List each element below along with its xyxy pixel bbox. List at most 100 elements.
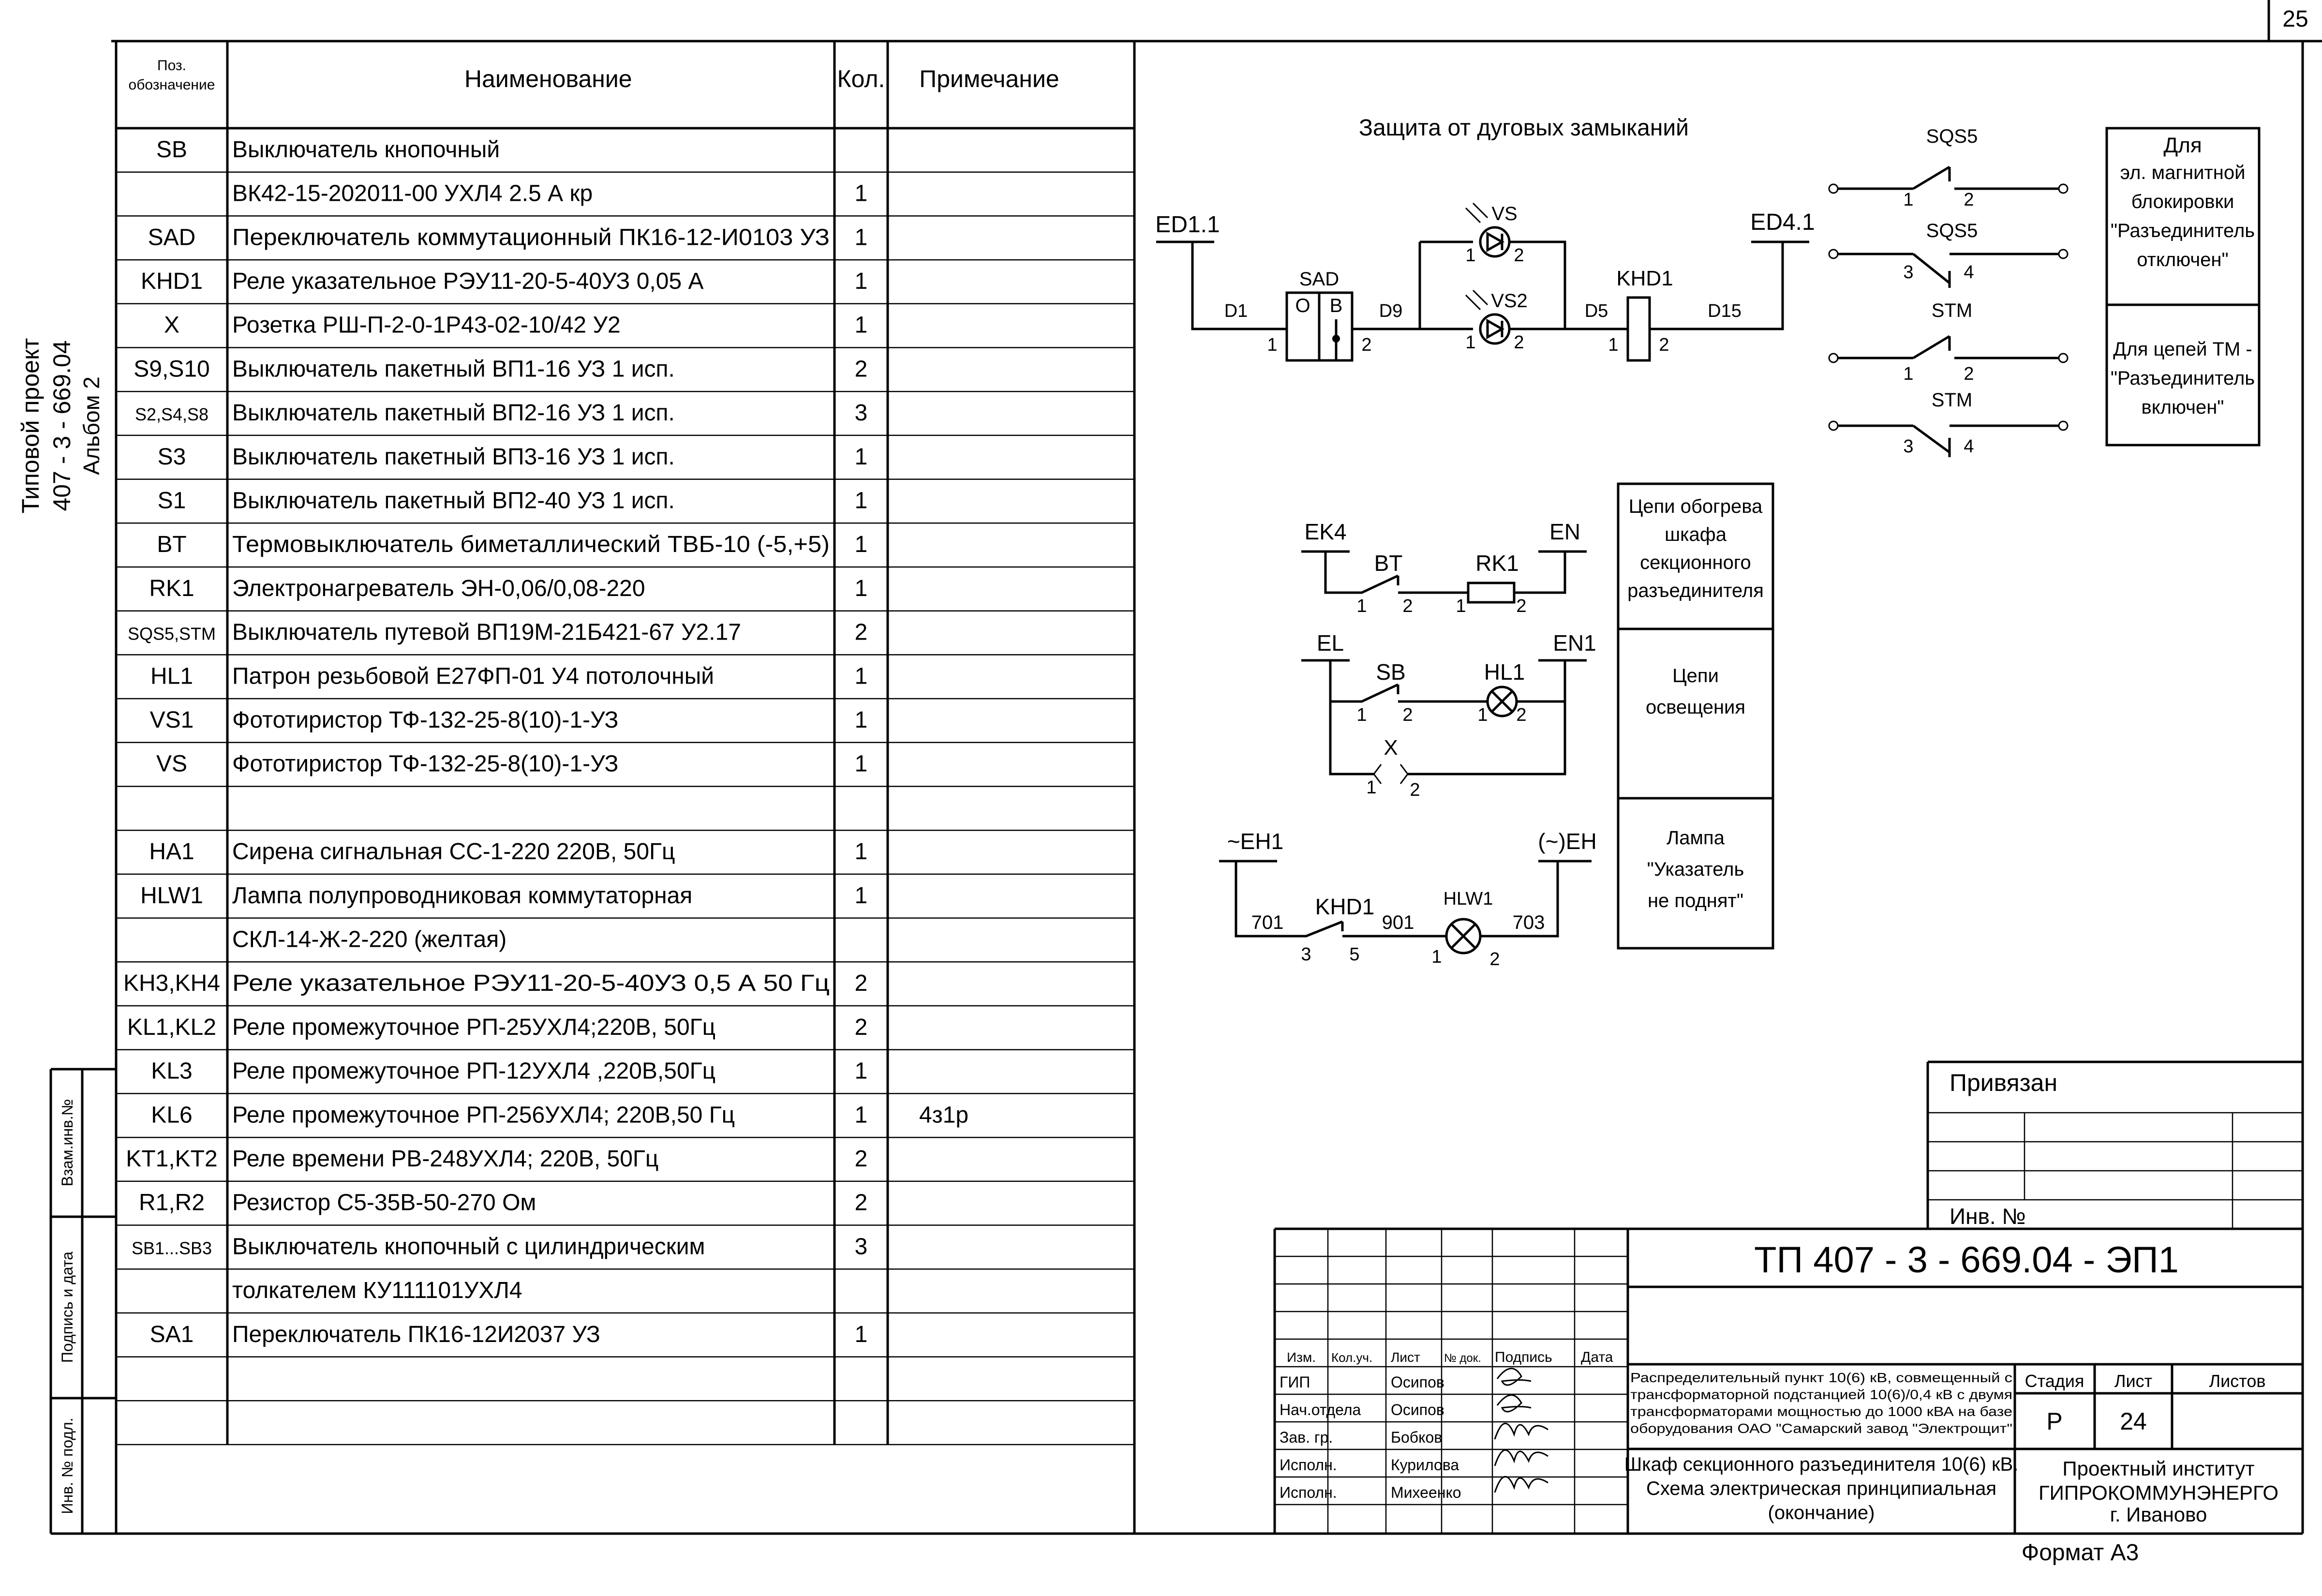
- row-qty: 1: [855, 268, 868, 294]
- row-pos: S9,S10: [134, 356, 209, 382]
- switch-label-2: SQS5: [1926, 220, 1978, 241]
- arc-protection-title: Защита от дуговых замыканий: [1359, 115, 1689, 141]
- sad-b: В: [1330, 295, 1343, 316]
- tb-role: Исполн.: [1280, 1456, 1337, 1474]
- description-line1: Распределительный пункт 10(6) кВ, совмещ…: [1630, 1370, 2012, 1385]
- row-name: Сирена сигнальная СС-1-220 220В, 50Гц: [232, 839, 675, 865]
- row-qty: 1: [855, 839, 868, 865]
- row-name: Электронагреватель ЭН-0,06/0,08-220: [232, 576, 645, 601]
- sad-label: SAD: [1299, 268, 1339, 290]
- heat-bt-pin2: 2: [1402, 596, 1413, 616]
- heat-ek4: EK4: [1305, 519, 1347, 544]
- switch-1-pin1: 1: [1903, 190, 1913, 210]
- khd1-pin2: 2: [1659, 335, 1669, 355]
- lamp-label-2: "Указатель: [1647, 859, 1744, 880]
- signature-4: [1494, 1449, 1548, 1466]
- sig-pin3: 3: [1301, 944, 1311, 965]
- sheet-header: Лист: [2114, 1371, 2152, 1391]
- row-qty: 1: [855, 751, 868, 777]
- strip-label-vzam: Взам.инв.№: [59, 1099, 76, 1186]
- tb-person: Осипов: [1391, 1401, 1444, 1418]
- title-block: ТП 407 - 3 - 669.04 - ЭП1 Изм. Кол.уч. Л…: [1273, 1227, 2303, 1566]
- switch-3-pin2: 2: [1964, 364, 1974, 384]
- row-name: Выключатель кнопочный с цилиндрическим: [232, 1234, 705, 1259]
- sig-pin2: 2: [1489, 949, 1500, 970]
- row-pos: VS: [156, 751, 187, 777]
- note-top-3: блокировки: [2131, 191, 2234, 212]
- sig-hlw1: HLW1: [1444, 889, 1493, 909]
- arc-protection-circuit: Защита от дуговых замыканий ED1.1 ED4.1 …: [1155, 115, 1815, 362]
- switch-label-3: STM: [1932, 300, 1972, 321]
- wire-d5: D5: [1585, 301, 1608, 321]
- light-label-1: Цепи: [1672, 665, 1719, 686]
- privyazan-block: Привязан Инв. №: [1926, 1060, 2303, 1229]
- tb-col-list: Лист: [1391, 1350, 1420, 1365]
- limit-switches: SQS5 1 2 SQS5 3 4 STM 1 2 STM 3 4: [1828, 126, 2069, 457]
- page-number-box: 25: [2267, 0, 2322, 43]
- row-name: Лампа полупроводниковая коммутаторная: [232, 883, 692, 909]
- org-line3: г. Иваново: [2110, 1503, 2207, 1526]
- row-pos: KL6: [151, 1102, 192, 1128]
- row-qty: 2: [855, 356, 868, 382]
- khd1-pin1: 1: [1608, 335, 1618, 355]
- heat-rk-pin2: 2: [1516, 596, 1526, 616]
- stage-value: Р: [2046, 1408, 2062, 1435]
- sig-khd1: KHD1: [1315, 894, 1375, 919]
- heating-lighting-circuits: EK4 BT RK1 EN 1 2 1 2 EL SB HL1 EN1 1 2 …: [1301, 519, 1596, 800]
- heat-bt-pin1: 1: [1356, 596, 1367, 616]
- tb-person: Курилова: [1391, 1456, 1459, 1474]
- light-el: EL: [1317, 630, 1344, 656]
- vs-bottom-pin2: 2: [1514, 332, 1524, 353]
- inv-no-label: Инв. №: [1950, 1204, 2026, 1229]
- row-qty: 1: [855, 444, 868, 470]
- row-pos: SA1: [150, 1322, 194, 1347]
- sig-901: 901: [1382, 912, 1414, 933]
- tb-role: ГИП: [1280, 1373, 1310, 1391]
- tb-col-doc: № док.: [1444, 1352, 1481, 1365]
- stage-header: Стадия: [2025, 1371, 2084, 1391]
- row-pos: KT1,KT2: [126, 1146, 217, 1172]
- row-qty: 2: [855, 970, 868, 996]
- tb-person: Осипов: [1391, 1373, 1444, 1391]
- vs-bottom-label: VS2: [1491, 290, 1528, 312]
- table-row: толкателем КУ111101УХЛ4: [232, 1278, 522, 1303]
- row-name: Выключатель пакетный ВП2-40 УЗ 1 исп.: [232, 488, 675, 513]
- side-stamp-line1: Типовой проект: [17, 338, 44, 514]
- row-qty: 2: [855, 1014, 868, 1040]
- row-name: Реле указательное РЭУ11-20-5-40УЗ 0,5 А …: [232, 970, 830, 996]
- sad-o: О: [1295, 295, 1310, 316]
- heat-en: EN: [1549, 519, 1580, 544]
- row-name: Фототиристор ТФ-132-25-8(10)-1-УЗ: [232, 707, 619, 733]
- header-pos-line1: Поз.: [157, 58, 186, 74]
- row-name: Выключатель путевой ВП19М-21Б421-67 У2.1…: [232, 620, 741, 645]
- sig-eh1: ~EH1: [1227, 829, 1283, 854]
- switch-label-4: STM: [1932, 389, 1972, 411]
- light-hl1: HL1: [1484, 659, 1525, 685]
- tb-col-kol: Кол.уч.: [1331, 1350, 1372, 1365]
- row-pos: S1: [158, 488, 186, 513]
- row-qty: 1: [855, 883, 868, 909]
- sheet-value: 24: [2120, 1408, 2147, 1435]
- light-label-2: освещения: [1646, 697, 1745, 718]
- vs-top-label: VS: [1491, 203, 1517, 224]
- sheet-title-line3: (окончание): [1768, 1502, 1875, 1523]
- format-label: Формат А3: [2022, 1540, 2139, 1566]
- light-hl-pin2: 2: [1516, 705, 1526, 725]
- socket-pin2: 2: [1410, 780, 1420, 800]
- tb-role: Нач.отдела: [1280, 1401, 1361, 1418]
- heat-label-1: Цепи обогрева: [1629, 496, 1763, 517]
- tb-person: Бобков: [1391, 1429, 1442, 1446]
- heat-label-3: секционного: [1640, 552, 1751, 573]
- sad-pin2: 2: [1361, 335, 1371, 355]
